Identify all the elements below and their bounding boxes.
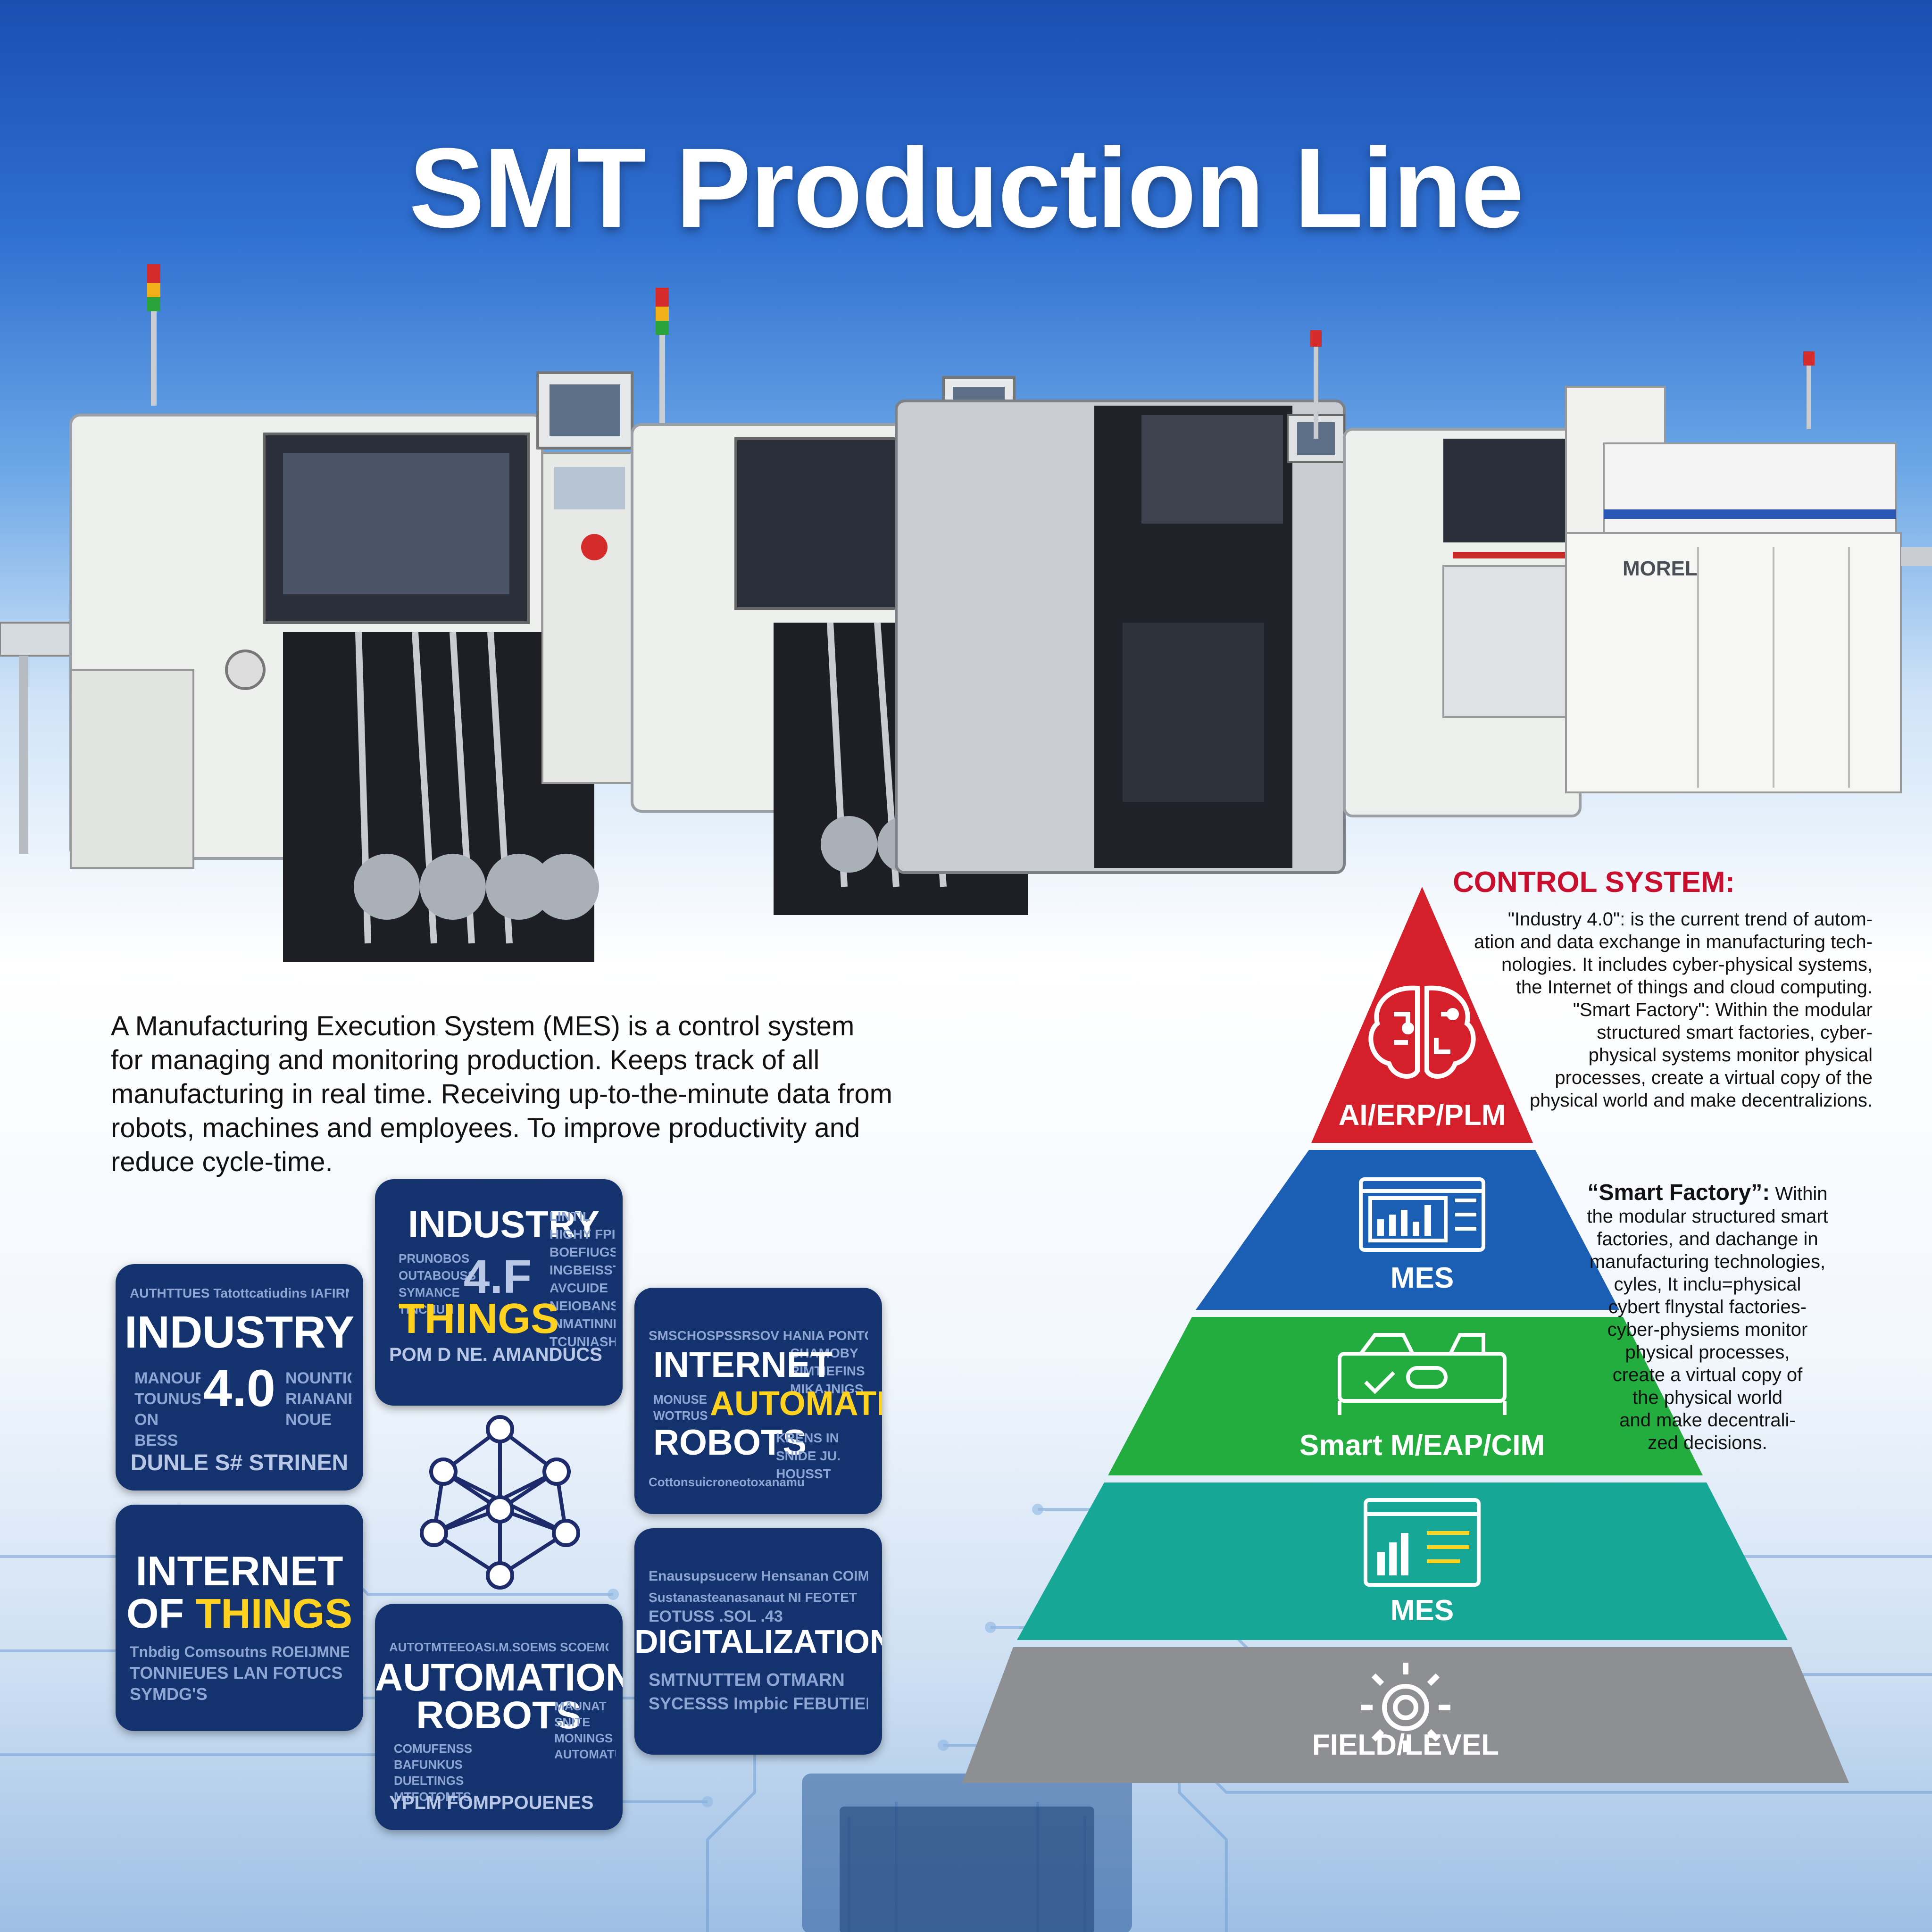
- page-title: SMT Production Line: [409, 125, 1524, 251]
- smart-factory-line: physical processes,: [1625, 1342, 1790, 1363]
- tile-industry-4-0: AUTHTTUES Tatottcatiudins IAFIRNTE INDUS…: [116, 1264, 363, 1491]
- machine-icon: [1338, 1333, 1507, 1415]
- tile-noise-text: Tnbdig Comsoutns ROEIJMNEM: [130, 1643, 349, 1660]
- pyramid-level-label: FIELD/LEVEL: [1312, 1729, 1499, 1761]
- pyramid-level-5: [962, 1647, 1849, 1783]
- tile-title-part: OF: [126, 1590, 196, 1637]
- network-hub-icon: [420, 1415, 580, 1590]
- tile-noise-text: MANOURNTE TOUNUS ON BESS: [134, 1369, 200, 1449]
- tile-noise-text: AUTOTMTEEOASI.M.SOEMS SCOEMO: [389, 1640, 608, 1654]
- tile-title: ROBOTS: [416, 1694, 582, 1737]
- tile-noise-text: COMUFENSS BAFUNKUS DUELTINGS MTFOTOMTS: [394, 1741, 473, 1804]
- control-system-line: physical systems monitor physical: [1588, 1045, 1873, 1066]
- control-system-line: nologies. It includes cyber-physical sys…: [1501, 954, 1873, 975]
- tile-noise-text: YPLM FOMPPOUENES: [389, 1792, 594, 1813]
- pyramid-level-label: AI/ERP/PLM: [1339, 1099, 1506, 1132]
- smart-factory-line: the modular structured smart: [1587, 1206, 1828, 1227]
- tile-noise-text: LINTIL HIGHY FPI BOEFIUGS INGBEISST AVCU…: [550, 1209, 616, 1349]
- automation-pyramid: AI/ERP/PLM MES Smart M/EAP/CIM MES FIELD…: [962, 887, 1849, 1783]
- reflow-oven: MOREL: [1565, 351, 1932, 793]
- tile-noise-text: MAUNAT SNITE MONINGS AUTOMATUE: [554, 1699, 616, 1761]
- smart-factory-line: cyber-physiems monitor: [1607, 1319, 1808, 1340]
- control-system-line: "Smart Factory": Within the modular: [1573, 999, 1873, 1020]
- tile-noise-text: PRUNOBOS OUTABOUSS SYMANCE TINCHUN: [399, 1251, 476, 1316]
- chart-window-icon: [1364, 1498, 1481, 1587]
- smart-factory-line: Within: [1775, 1183, 1828, 1204]
- dashboard-icon: [1359, 1177, 1485, 1252]
- control-system-line: processes, create a virtual copy of the: [1555, 1067, 1873, 1088]
- smart-factory-line: the physical world: [1632, 1387, 1782, 1408]
- tile-title-highlight: THINGS: [195, 1590, 353, 1637]
- smart-factory-line: manufacturing technologies,: [1589, 1251, 1826, 1272]
- placement-machine-4: [1310, 330, 1582, 817]
- tile-noise-text: AUTHTTUES Tatottcatiudins IAFIRNTE: [130, 1286, 349, 1300]
- tile-big-number: 4.F: [463, 1250, 532, 1303]
- control-system-title: CONTROL SYSTEM:: [1453, 866, 1735, 899]
- tile-noise-text: NOUNTIOSE RIANANET NOUE: [285, 1369, 351, 1429]
- tile-noise-text: TONNIEUES LAN FOTUCS: [130, 1663, 343, 1682]
- brain-icon: [1368, 985, 1476, 1079]
- tile-title: AUTOMATION: [375, 1656, 623, 1699]
- tile-digitalization: Enausupsucerw Hensanan COIMMUS Sustanast…: [634, 1528, 882, 1755]
- mes-description: A Manufacturing Execution System (MES) i…: [111, 1009, 936, 1179]
- tile-noise-text: SMSCHOSPSSRSOV HANIA PONTONET: [649, 1328, 868, 1343]
- mes-description-line: reduce cycle-time.: [111, 1147, 333, 1177]
- control-system-line: structured smart factories, cyber-: [1597, 1022, 1873, 1043]
- smart-factory-line: zed decisions.: [1648, 1432, 1767, 1453]
- pyramid-level-1: [1311, 887, 1533, 1143]
- tile-title: INDUSTRY: [124, 1307, 355, 1357]
- placement-machine-3: [895, 400, 1346, 874]
- smart-factory-line: and make decentrali-: [1619, 1410, 1796, 1431]
- tile-noise-text: POM D NE. AMANDUCS: [389, 1344, 602, 1365]
- smart-factory-text: “Smart Factory”: Within the modular stru…: [1557, 1182, 1858, 1454]
- tile-noise-text: CHAMOBY RIMTIEFINS MIKAJNIGS: [790, 1346, 865, 1396]
- tile-title-highlight: AUTOMATION: [710, 1385, 882, 1423]
- tile-title: DIGITALIZATION: [634, 1623, 882, 1660]
- tile-internet-automation: SMSCHOSPSSRSOV HANIA PONTONET CHAMOBY RI…: [634, 1288, 882, 1514]
- pyramid-level-3: [1108, 1317, 1703, 1475]
- mes-description-line: A Manufacturing Execution System (MES) i…: [111, 1011, 855, 1041]
- control-system-text: "Industry 4.0": is the current trend of …: [1439, 908, 1873, 1112]
- tile-noise-text: KRENS IN SNIDE JU. HOUSST: [776, 1431, 841, 1481]
- tile-title: INTERNET: [653, 1345, 833, 1385]
- tile-noise-text: SMTNUTTEM OTMARN: [649, 1670, 845, 1690]
- control-system-line: the Internet of things and cloud computi…: [1516, 977, 1873, 998]
- tile-title: INTERNET: [135, 1548, 343, 1594]
- tile-title-highlight: THINGS: [399, 1295, 559, 1342]
- control-system-line: physical world and make decentralizions.: [1529, 1090, 1873, 1111]
- tile-industry-4-f: INDUSTRY LINTIL HIGHY FPI BOEFIUGS INGBE…: [375, 1179, 623, 1406]
- smt-machine-line-illustration: MOREL: [0, 264, 1932, 962]
- pyramid-level-label: Smart M/EAP/CIM: [1299, 1429, 1545, 1462]
- pyramid-level-label: MES: [1391, 1262, 1454, 1294]
- tile-title: ROBOTS: [653, 1423, 807, 1463]
- smart-factory-first-line: “Smart Factory”: Within: [1557, 1182, 1858, 1205]
- tile-noise-text: DUNLE S# STRINEN: [130, 1453, 349, 1474]
- smart-factory-line: cyles, It inclu=physical: [1614, 1274, 1801, 1295]
- smart-factory-line: cybert flnystal factories-: [1608, 1297, 1807, 1317]
- tile-noise-text: Enausupsucerw Hensanan COIMMUS: [649, 1568, 868, 1584]
- smart-factory-heading: “Smart Factory”:: [1587, 1180, 1770, 1205]
- pyramid-level-label: MES: [1391, 1594, 1454, 1627]
- smart-factory-line: factories, and dachange in: [1597, 1229, 1818, 1249]
- tile-noise-text: MONUSE WOTRUS: [653, 1392, 708, 1423]
- tile-noise-text: SYCESSS Impbic FEBUTIENS: [649, 1694, 868, 1713]
- control-system-line: "Industry 4.0": is the current trend of …: [1507, 909, 1873, 930]
- mes-description-line: manufacturing in real time. Receiving up…: [111, 1079, 892, 1109]
- tile-big-number: 4.0: [203, 1359, 275, 1417]
- mes-description-line: robots, machines and employees. To impro…: [111, 1113, 860, 1143]
- tile-title-line2: OF THINGS: [116, 1590, 363, 1638]
- tile-title: INDUSTRY: [408, 1203, 600, 1245]
- tile-noise-text: Cottonsuicroneotoxanamu: [649, 1475, 805, 1489]
- tile-automation-robots: AUTOTMTEEOASI.M.SOEMS SCOEMO AUTOMATION …: [375, 1604, 623, 1830]
- placement-machine-1: [69, 264, 638, 962]
- tile-noise-text: Sustanasteanasanaut NI FEOTET: [649, 1590, 857, 1605]
- gear-sun-icon: [1361, 1663, 1450, 1752]
- control-system-line: ation and data exchange in manufacturing…: [1474, 932, 1873, 952]
- oven-brand-label: MOREL: [1623, 557, 1698, 580]
- mes-description-line: for managing and monitoring production. …: [111, 1045, 820, 1075]
- tile-noise-text: SYMDG'S: [130, 1684, 208, 1704]
- smart-factory-line: create a virtual copy of: [1612, 1365, 1803, 1385]
- tile-internet-of-things: INTERNET OF THINGS Tnbdig Comsoutns ROEI…: [116, 1505, 363, 1731]
- tile-noise-text: EOTUSS .SOL .43: [649, 1607, 783, 1625]
